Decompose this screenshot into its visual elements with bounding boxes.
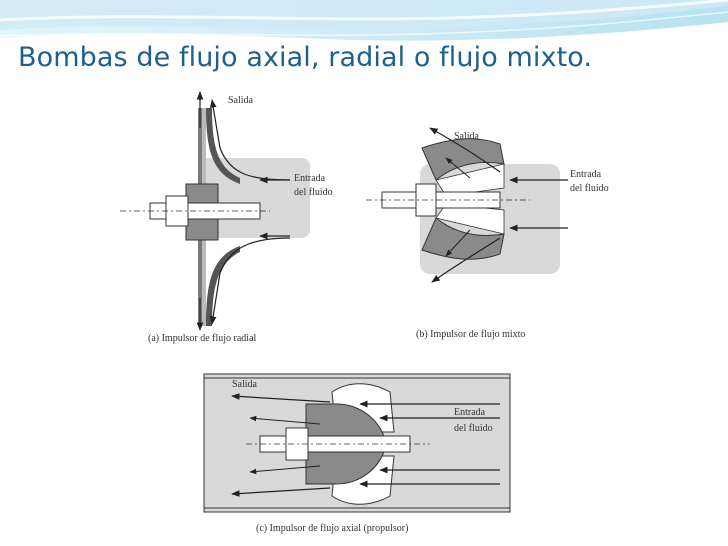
mixed-outlet-label: Salida (454, 131, 479, 142)
mixed-caption: (b) Impulsor de flujo mixto (416, 329, 526, 340)
mixed-inlet-label-1: Entrada (570, 169, 602, 180)
header-banner (0, 0, 728, 60)
axial-caption: (c) Impulsor de flujo axial (propulsor) (256, 523, 409, 534)
wave-decoration (0, 0, 728, 41)
radial-inlet-label-1: Entrada (294, 173, 326, 184)
mixed-inlet-label-2: del fluido (570, 183, 609, 194)
radial-impeller-diagram (120, 91, 310, 331)
pump-impeller-figure: Salida Entrada del fluido (a) Impulsor d… (100, 88, 624, 540)
axial-impeller-diagram (203, 373, 511, 513)
radial-caption: (a) Impulsor de flujo radial (148, 333, 257, 344)
mixed-impeller-diagram (366, 127, 568, 283)
impeller-diagrams (120, 91, 568, 513)
axial-inlet-label-2: del fluido (454, 423, 493, 434)
radial-outlet-label: Salida (228, 95, 253, 106)
slide-title: Bombas de flujo axial, radial o flujo mi… (18, 42, 593, 73)
axial-inlet-label-1: Entrada (454, 407, 486, 418)
radial-inlet-label-2: del fluido (294, 187, 333, 198)
axial-outlet-label: Salida (232, 379, 257, 390)
